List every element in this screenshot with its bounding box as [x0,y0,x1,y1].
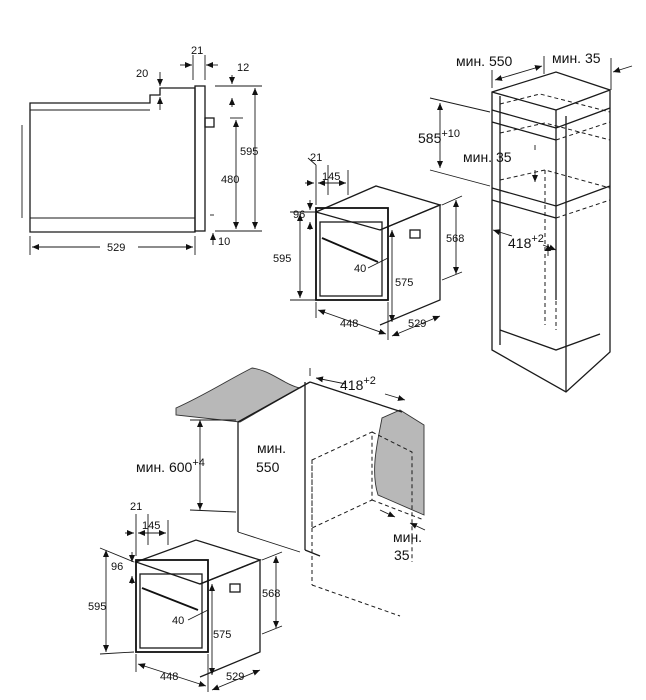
oven-top-dim-21: 21 [310,152,322,164]
oven-bottom-labels: 21 145 96 595 568 40 575 448 529 [88,501,280,683]
side-dim-480: 480 [221,174,239,186]
oven-bottom-dim-529: 529 [226,671,244,683]
oven-bottom-dim-595: 595 [88,601,106,613]
uc-dim-550: 550 [256,459,280,475]
oven-top-dim-568: 568 [446,233,464,245]
cab-min-550: мин. 550 [456,53,513,69]
tall-cabinet-labels: мин. 550 мин. 35 585+10 мин. 35 418+2 [418,50,601,251]
side-dim-595: 595 [240,146,258,158]
uc-min-label: мин. [257,440,286,456]
under-counter-drawing [175,367,426,617]
side-view-labels: 21 20 12 595 480 10 529 [107,45,258,254]
oven-top-dim-145: 145 [322,171,340,183]
oven-top-dim-448: 448 [340,318,358,330]
uc-min-35-label: мин. [393,529,422,545]
oven-bottom-dim-21: 21 [130,501,142,513]
oven-bottom-dim-568: 568 [262,588,280,600]
oven-drawing-bottom [99,514,283,692]
oven-bottom-dim-96: 96 [111,561,123,573]
oven-bottom-dim-575: 575 [213,629,231,641]
side-dim-529: 529 [107,242,125,254]
uc-dim-35: 35 [394,547,410,563]
oven-drawing-top [290,157,463,340]
side-dim-21: 21 [191,45,203,57]
cab-min-35-mid: мин. 35 [463,149,512,165]
oven-top-dim-575: 575 [395,277,413,289]
side-view-drawing [21,55,262,255]
oven-top-labels: 21 145 96 595 568 40 575 448 529 [273,152,464,330]
oven-bottom-dim-145: 145 [142,520,160,532]
oven-top-dim-595: 595 [273,253,291,265]
under-counter-labels: 418+2 мин. 550 мин. 600+4 мин. 35 [136,375,422,563]
uc-min-600: мин. 600+4 [136,457,205,475]
oven-top-dim-96: 96 [293,209,305,221]
oven-top-dim-40: 40 [354,263,366,275]
oven-top-dim-529: 529 [408,318,426,330]
uc-dim-418: 418+2 [340,375,376,393]
cab-dim-418: 418+2 [508,233,544,251]
side-dim-12: 12 [237,62,249,74]
cab-dim-585: 585+10 [418,128,460,146]
oven-bottom-dim-40: 40 [172,615,184,627]
tall-cabinet-drawing [429,56,633,393]
oven-bottom-dim-448: 448 [160,671,178,683]
side-dim-20: 20 [136,68,148,80]
side-dim-10: 10 [218,236,230,248]
cab-min-35-top: мин. 35 [552,50,601,66]
